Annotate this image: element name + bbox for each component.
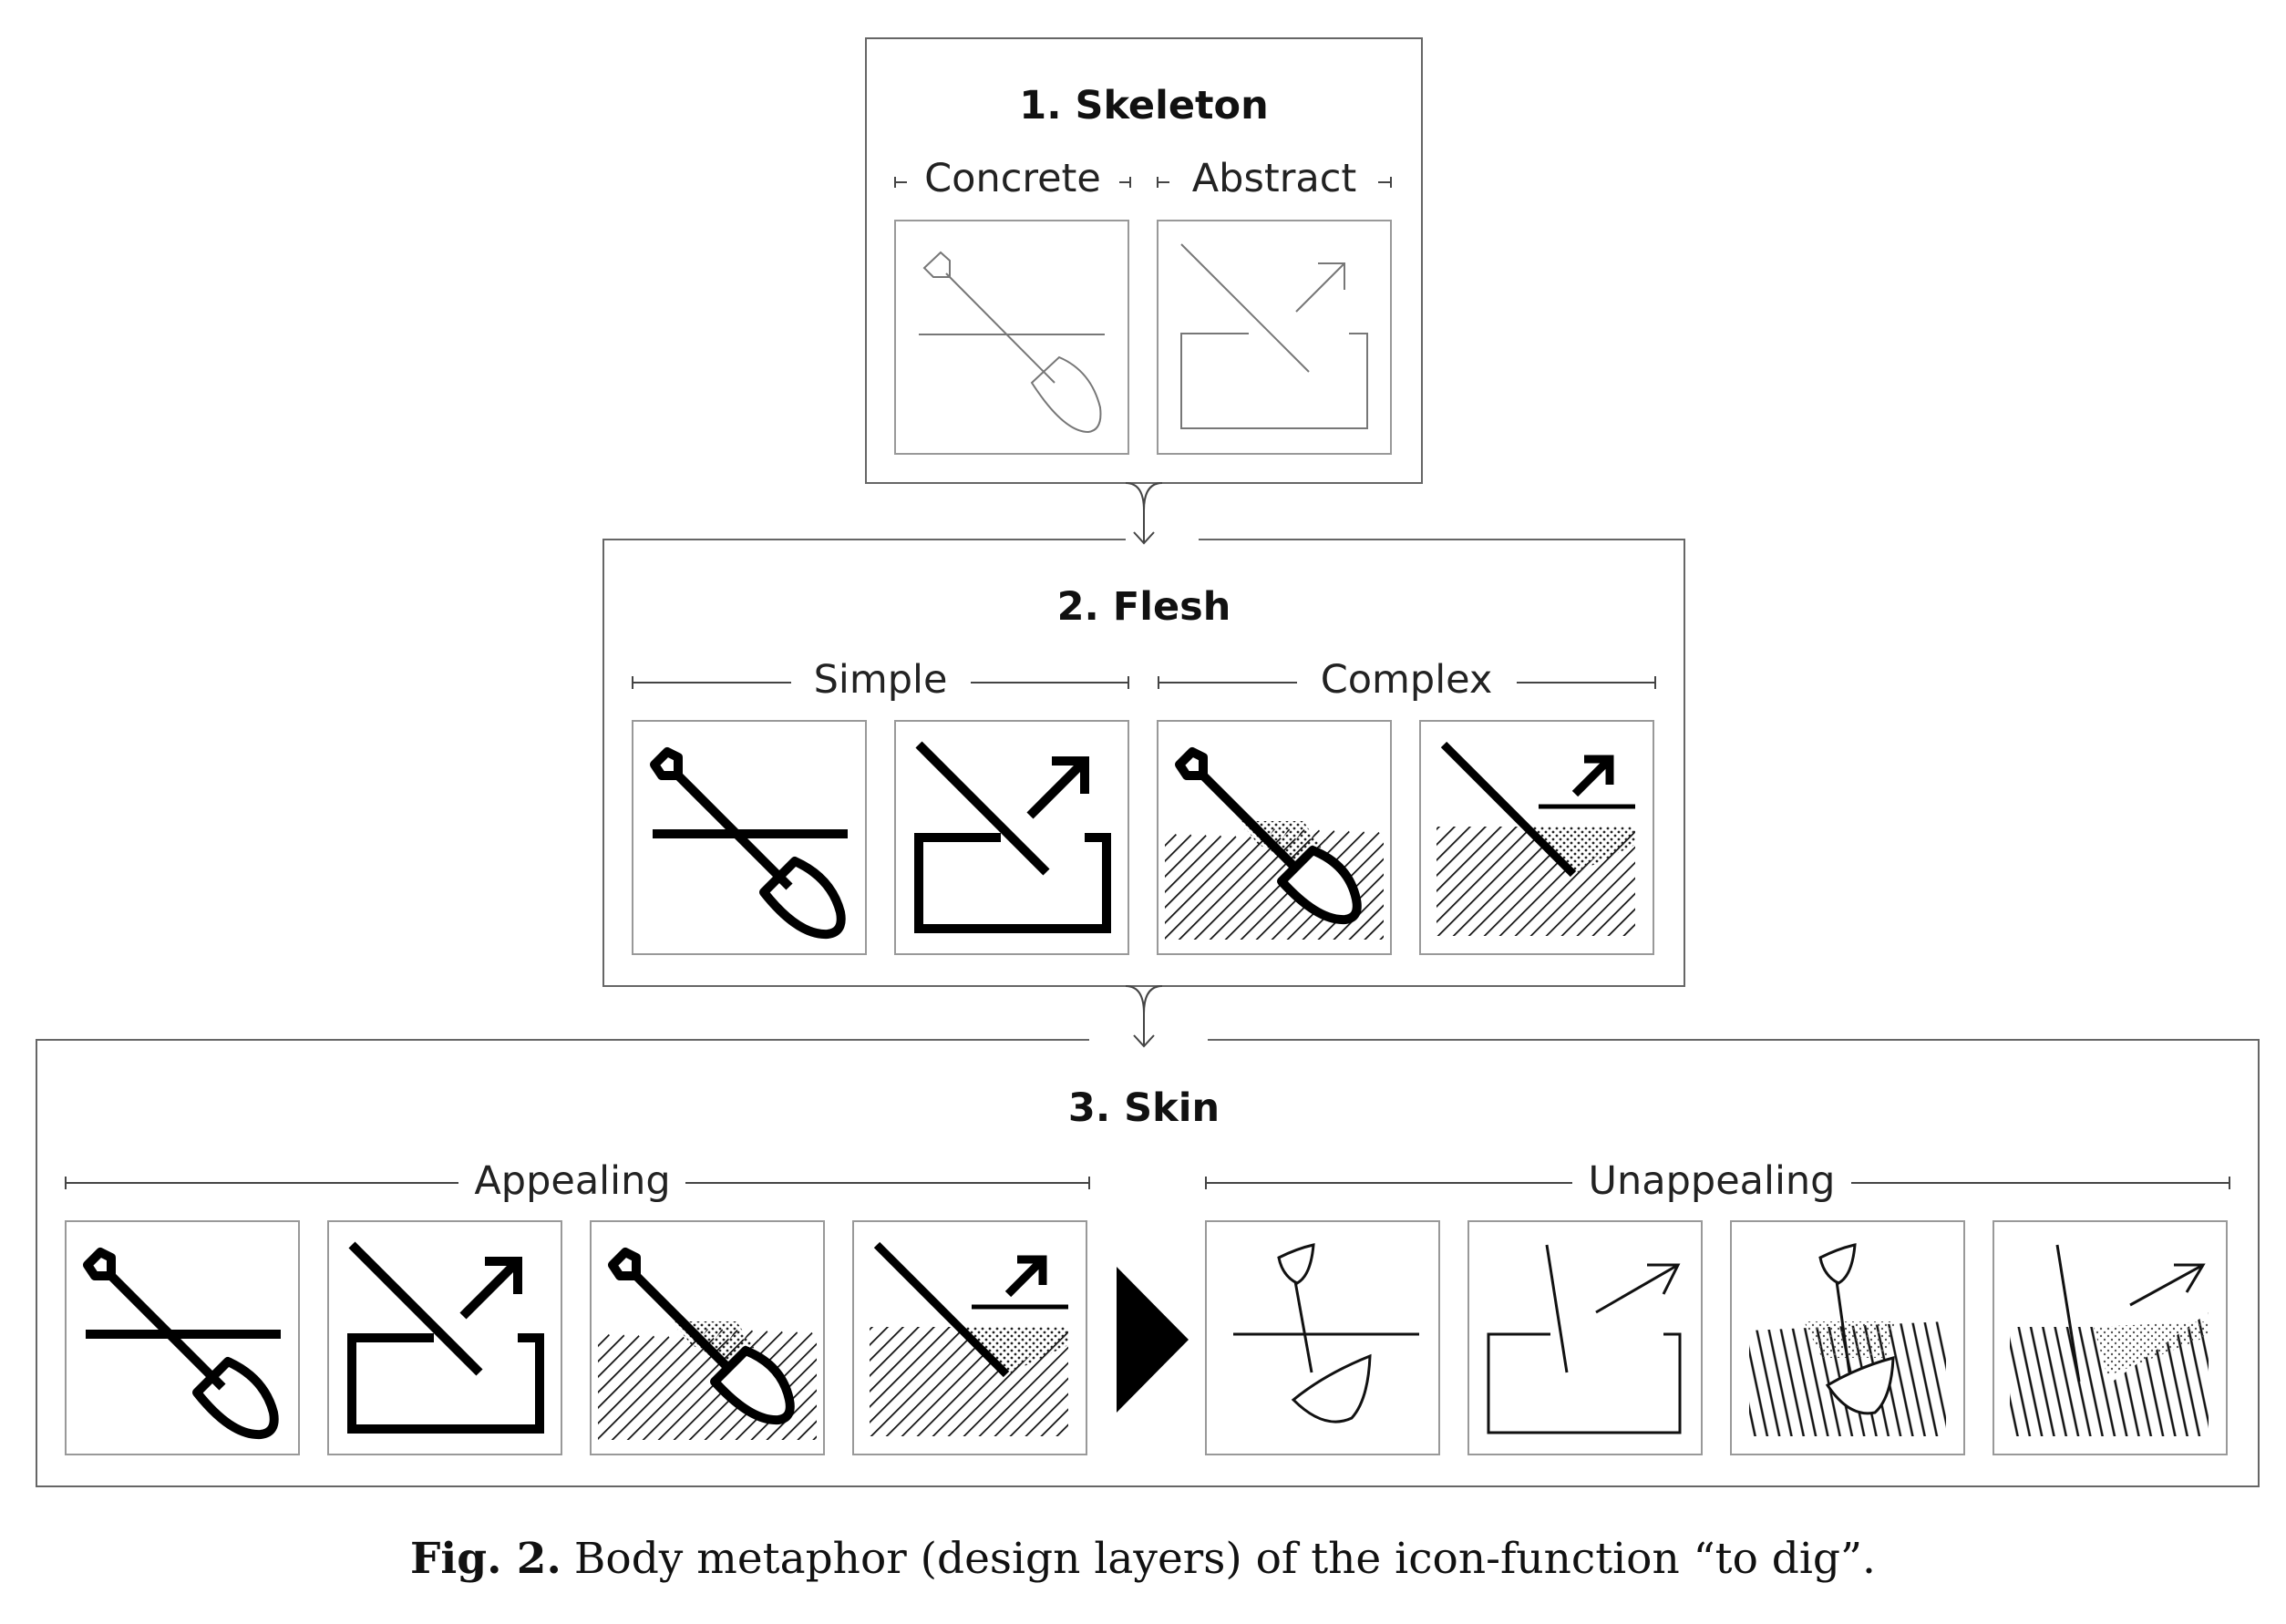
skin-icon-unappealing-shovel [1205, 1220, 1440, 1455]
skin-group-headers [65, 1177, 2230, 1189]
skin-panel: 3. Skin Appealing Unappealing [36, 1039, 2260, 1487]
flesh-title: 2. Flesh [1057, 584, 1231, 630]
group-label-concrete: Concrete [924, 156, 1101, 201]
group-label-abstract: Abstract [1192, 156, 1357, 201]
skin-icon-appealing-dig-arrow-soil [852, 1220, 1087, 1455]
skin-icon-unappealing-dig-arrow [1467, 1220, 1703, 1455]
skin-icon-appealing-shovel [65, 1220, 300, 1455]
skeleton-icon-abstract [1157, 220, 1392, 455]
caption-text: Body metaphor (design layers) of the ico… [573, 1534, 1876, 1584]
connector-arrow-1 [1125, 482, 1163, 545]
flesh-icon-simple-shovel [632, 720, 867, 955]
skeleton-group-headers [894, 177, 1392, 188]
skin-icon-unappealing-shovel-soil [1730, 1220, 1965, 1455]
skin-icon-appealing-dig-arrow [327, 1220, 562, 1455]
figure-caption: Fig. 2.Body metaphor (design layers) of … [0, 1534, 2286, 1584]
transition-triangle [1117, 1267, 1189, 1413]
group-label-unappealing: Unappealing [1589, 1158, 1836, 1204]
flesh-group-headers [632, 676, 1656, 689]
skeleton-panel: 1. Skeleton Concrete Abstract [865, 37, 1423, 484]
flesh-icon-complex-dig-arrow [1419, 720, 1654, 955]
skin-icon-appealing-shovel-soil [590, 1220, 825, 1455]
group-label-complex: Complex [1321, 657, 1493, 703]
connector-arrow-2 [1125, 985, 1163, 1048]
skeleton-title: 1. Skeleton [1019, 83, 1268, 128]
skin-icon-unappealing-dig-arrow-soil [1993, 1220, 2228, 1455]
flesh-panel: 2. Flesh Simple Complex [602, 539, 1685, 987]
group-label-simple: Simple [814, 657, 948, 703]
group-label-appealing: Appealing [474, 1158, 670, 1204]
flesh-icon-simple-dig-arrow [894, 720, 1129, 955]
flesh-icon-complex-shovel [1157, 720, 1392, 955]
skin-title: 3. Skin [1068, 1085, 1220, 1131]
caption-label: Fig. 2. [410, 1534, 561, 1584]
skeleton-icon-concrete [894, 220, 1129, 455]
